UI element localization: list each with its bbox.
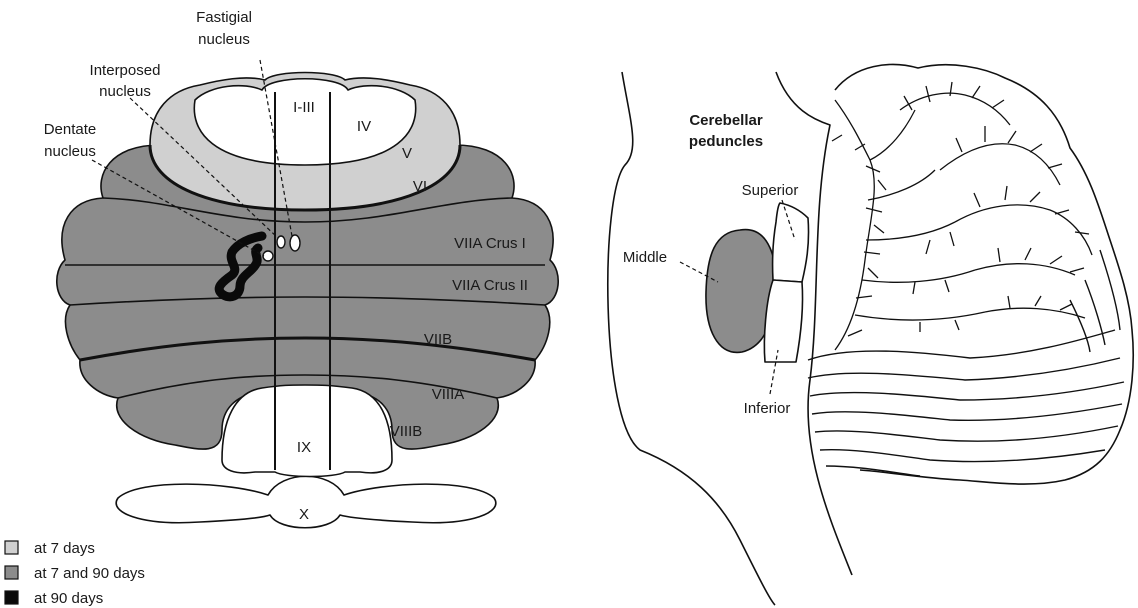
legend-swatch-90-days	[5, 591, 18, 604]
legend-label-7-and-90-days: at 7 and 90 days	[34, 565, 145, 582]
legend: at 7 days at 7 and 90 days at 90 days	[5, 540, 145, 607]
lobule-crus1-label: VIIA Crus I	[454, 235, 526, 252]
legend-swatch-7-and-90-days	[5, 566, 18, 579]
cerebellum-outline	[835, 64, 1133, 484]
peduncle-title-line2: peduncles	[689, 133, 763, 150]
lobule-crus2-label: VIIA Crus II	[452, 277, 528, 294]
fastigial-label-line1: Fastigial	[196, 9, 252, 26]
superior-peduncle-label: Superior	[742, 182, 799, 199]
lobule-ix-label: IX	[297, 439, 311, 456]
lobule-viiib-label: VIIIB	[390, 423, 423, 440]
dentate-nucleus-marker	[263, 251, 273, 261]
inferior-peduncle-shape	[764, 280, 802, 362]
legend-swatch-7-days	[5, 541, 18, 554]
lobule-ix-region	[222, 385, 392, 477]
lobule-v-label: V	[402, 145, 412, 162]
lobule-viiia-label: VIIIA	[432, 386, 465, 403]
legend-label-90-days: at 90 days	[34, 590, 103, 607]
lobule-i-iii-label: I-III	[293, 99, 315, 116]
superior-peduncle-shape	[773, 203, 809, 282]
peduncle-panel	[608, 64, 1133, 605]
lobule-x-label: X	[299, 506, 309, 523]
dentate-label-line1: Dentate	[44, 121, 97, 138]
arbor-vitae	[832, 82, 1092, 350]
dentate-label-line2: nucleus	[44, 143, 96, 160]
fastigial-nucleus-shape	[290, 235, 300, 251]
lobule-iv-label: IV	[357, 118, 371, 135]
inferior-peduncle-label: Inferior	[744, 400, 791, 417]
fastigial-label-line2: nucleus	[198, 31, 250, 48]
interposed-nucleus-shape	[277, 236, 285, 248]
lobule-vi-label: VI	[413, 178, 427, 195]
lobule-i-iv-region	[194, 79, 415, 165]
peduncle-title-line1: Cerebellar	[689, 112, 763, 129]
legend-label-7-days: at 7 days	[34, 540, 95, 557]
interposed-label-line1: Interposed	[90, 62, 161, 79]
middle-peduncle-label: Middle	[623, 249, 667, 266]
lobule-viib-label: VIIB	[424, 331, 452, 348]
folia-lines	[808, 250, 1124, 476]
interposed-label-line2: nucleus	[99, 83, 151, 100]
